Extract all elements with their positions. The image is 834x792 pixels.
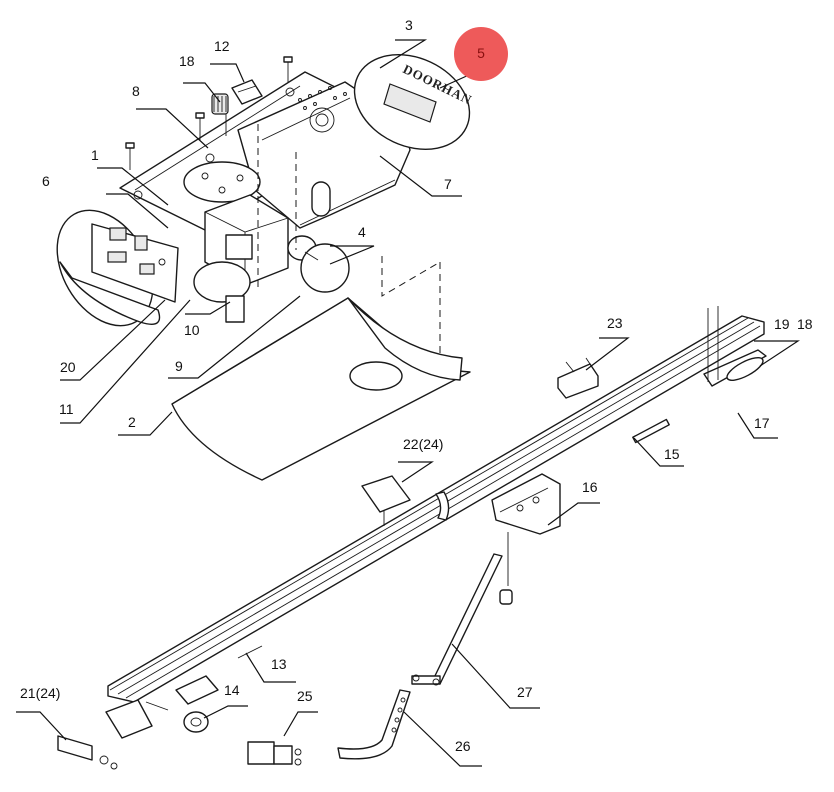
callout-13: 13 [271, 656, 287, 672]
part-14-pulley [183, 711, 209, 733]
part-10-motor [193, 261, 251, 323]
part-20-board-cover [59, 261, 161, 325]
callout-4: 4 [358, 224, 366, 240]
callout-3: 3 [405, 17, 413, 33]
leader-lines [16, 39, 801, 767]
callout-7: 7 [444, 176, 452, 192]
callout-26: 26 [455, 738, 471, 754]
part-27-door-arm [411, 553, 503, 686]
part-2-housing [171, 297, 471, 481]
callout-23: 23 [607, 315, 623, 331]
chassis-perforation [298, 86, 347, 110]
part-16-carriage [491, 473, 561, 605]
callout-1: 1 [91, 147, 99, 163]
part-17-rail-end [703, 306, 767, 387]
rail-assembly [57, 306, 767, 770]
part-25-hardware [247, 741, 302, 766]
part-26-curved-arm [337, 689, 411, 760]
highlight-circle [454, 27, 508, 81]
rail-split-mark [435, 491, 450, 521]
part-21-wall-bracket [57, 735, 118, 770]
callout-12: 12 [214, 38, 230, 54]
front-end-bracket [105, 675, 219, 739]
highlight-marker-part-5: 5 [454, 27, 508, 81]
callout-11: 11 [59, 401, 74, 417]
callout-27: 27 [517, 684, 533, 700]
part-12-bracket [231, 79, 263, 105]
callout-22: 22(24) [403, 436, 443, 452]
part-23-hanger [557, 357, 599, 399]
callout-20: 20 [60, 359, 76, 375]
part-18-gear-knob [211, 93, 229, 115]
callout-2: 2 [128, 414, 136, 430]
callout-21: 21(24) [20, 685, 60, 701]
part-6-control-board [56, 209, 179, 327]
callout-14: 14 [224, 682, 240, 698]
part-13-pin [237, 645, 263, 659]
screws-top [125, 56, 293, 170]
part-8-disc [183, 161, 261, 203]
motor-head-assembly: DOORHAN [56, 54, 475, 481]
callout-labels: 1 2 3 4 6 7 8 9 10 11 12 13 14 15 16 17 … [20, 17, 813, 754]
part-15-bar [632, 418, 670, 444]
part-22-bracket [361, 475, 411, 526]
assembly-guides [257, 124, 441, 372]
callout-19: 19 [774, 316, 790, 332]
callout-18-rail: 18 [797, 316, 813, 332]
callout-16: 16 [582, 479, 598, 495]
part-4-lamp [287, 235, 350, 293]
part-3-cover: DOORHAN [353, 54, 475, 150]
callout-9: 9 [175, 358, 183, 374]
callout-18-top: 18 [179, 53, 195, 69]
callout-15: 15 [664, 446, 680, 462]
callout-8: 8 [132, 83, 140, 99]
callout-17: 17 [754, 415, 770, 431]
callout-25: 25 [297, 688, 313, 704]
callout-10: 10 [184, 322, 200, 338]
callout-5: 5 [477, 45, 485, 61]
callout-6: 6 [42, 173, 50, 189]
